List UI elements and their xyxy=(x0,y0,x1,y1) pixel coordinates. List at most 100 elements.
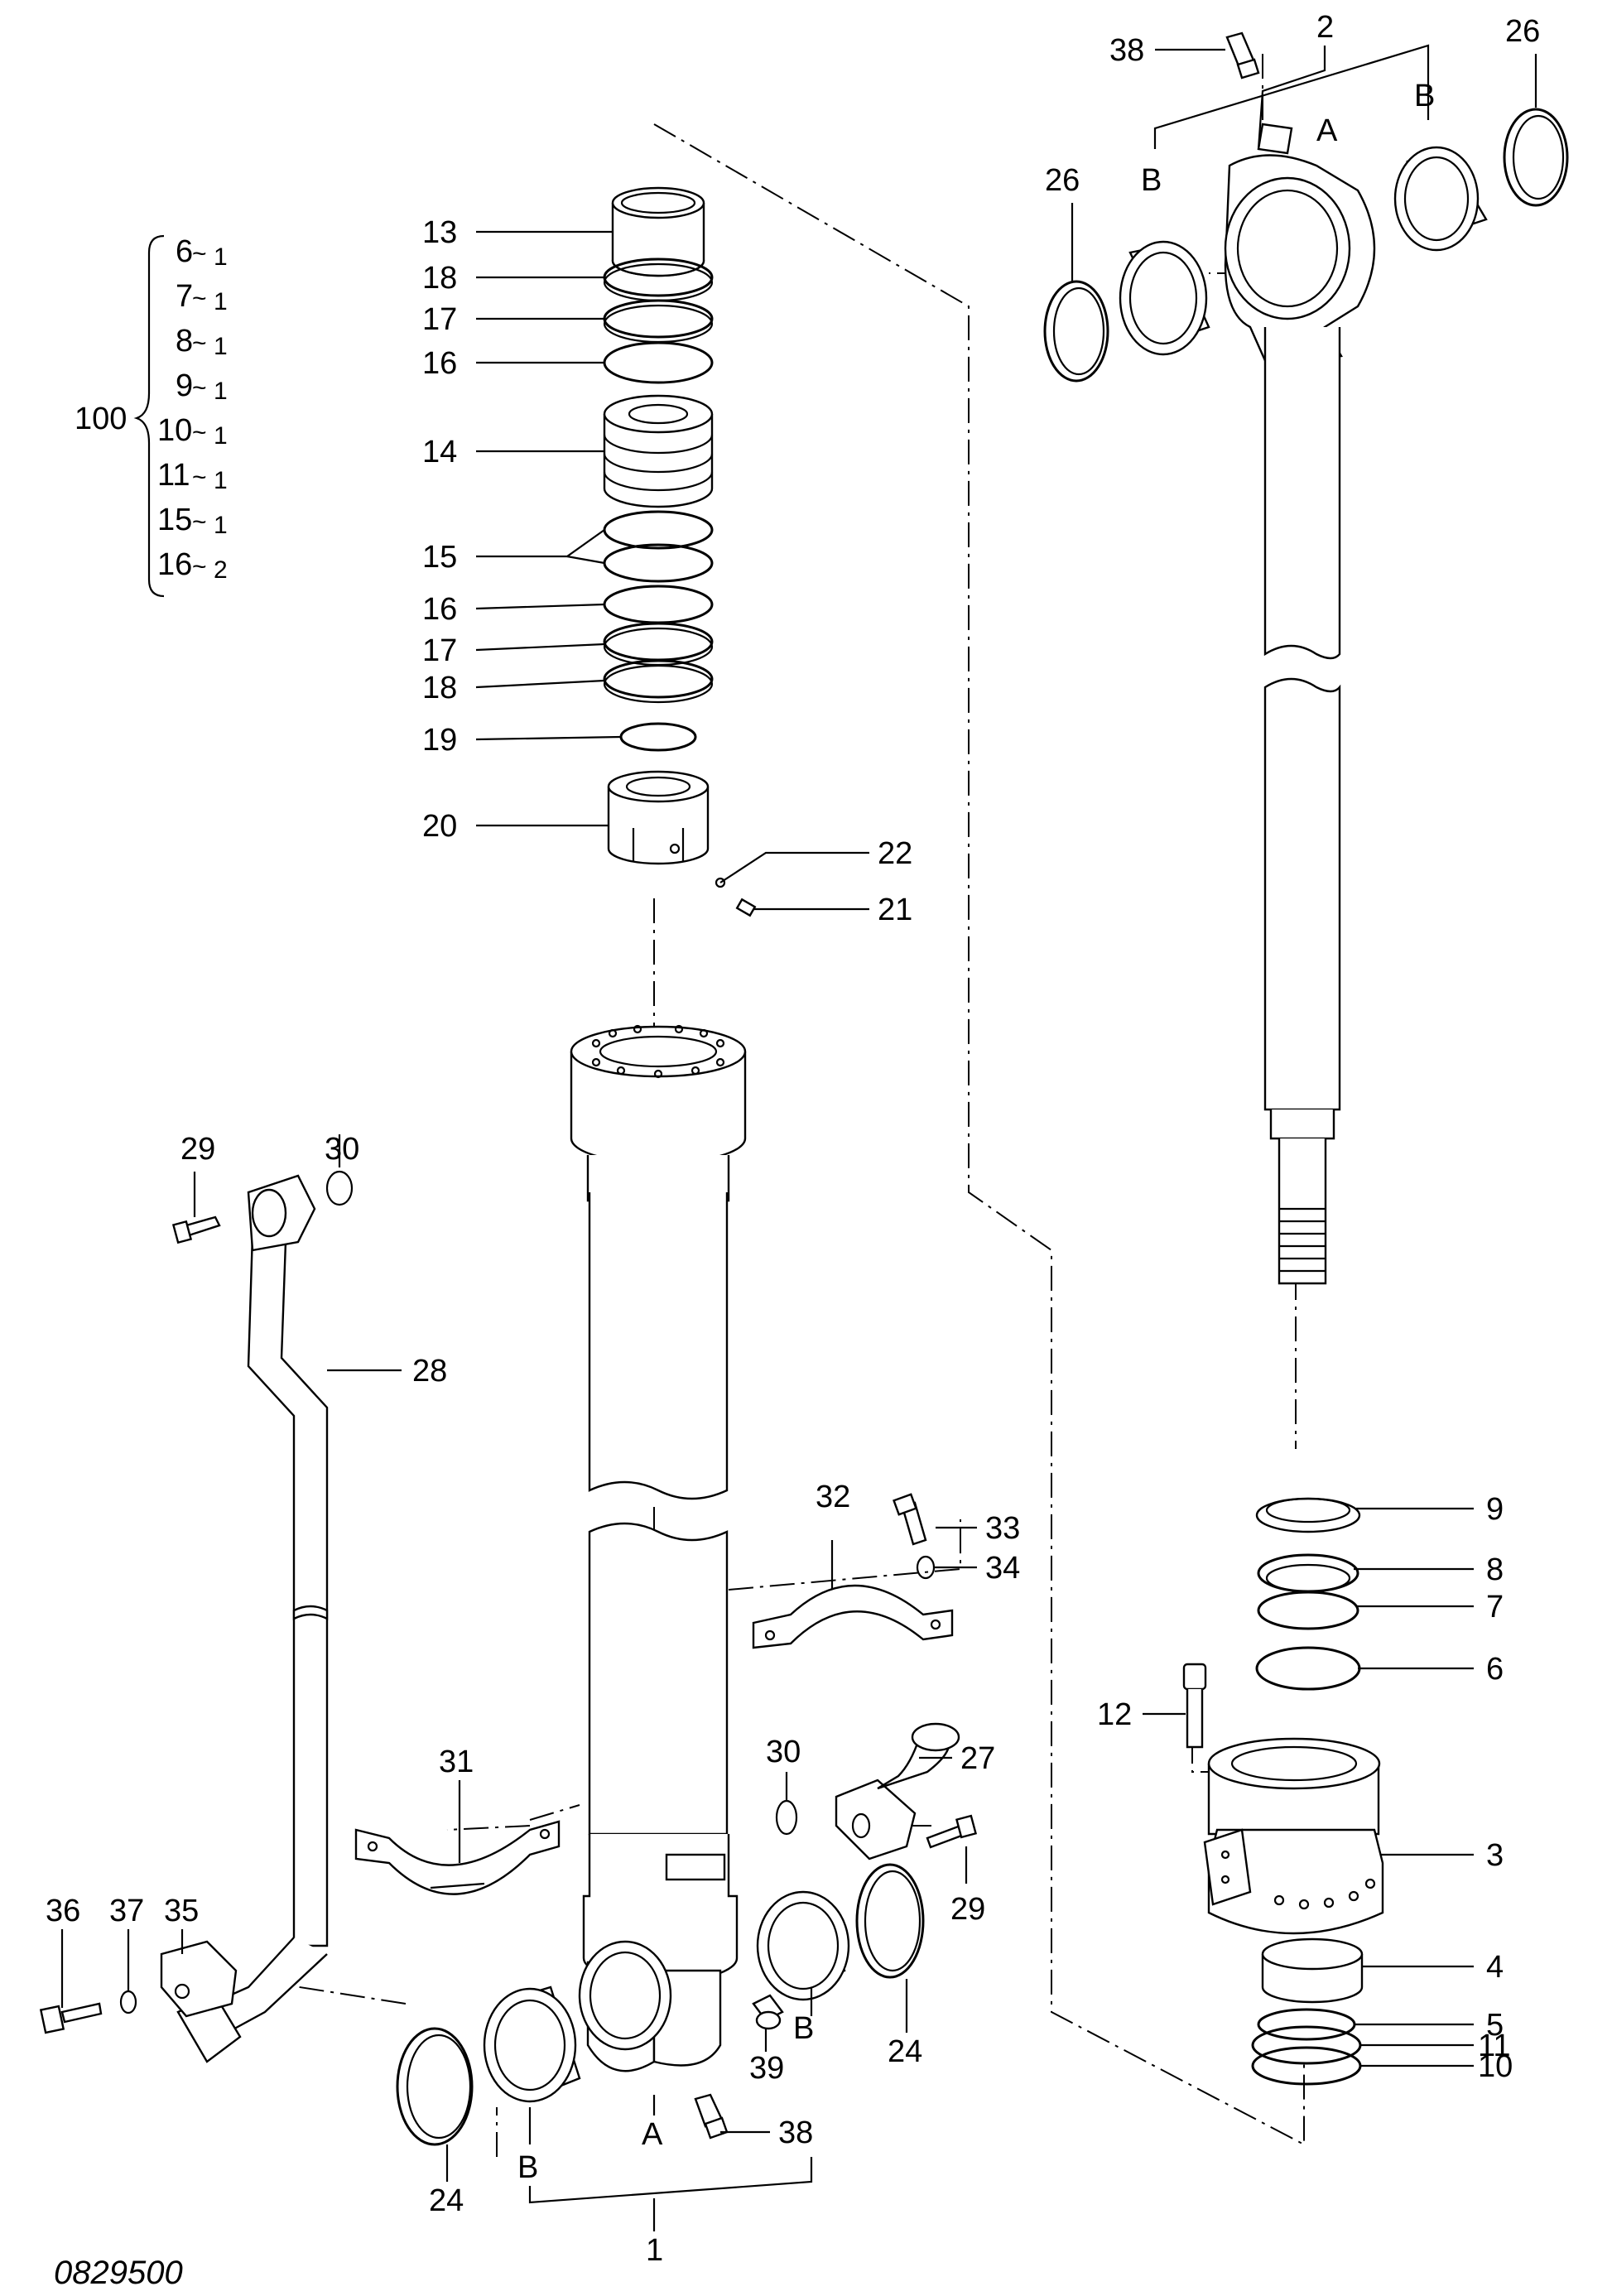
part-8-ring xyxy=(1257,1553,1359,1593)
svg-text:1: 1 xyxy=(214,467,228,494)
callout-9: 9 xyxy=(1486,1492,1504,1527)
kit-item: 8~1 xyxy=(176,324,228,360)
callout-37: 37 xyxy=(109,1894,144,1928)
svg-text:~: ~ xyxy=(192,330,207,357)
callout-24-left: 24 xyxy=(429,2183,464,2218)
callout-11: 11 xyxy=(1478,2029,1510,2063)
part-4-bushing xyxy=(1261,1937,1364,2004)
marker-a-upper: A xyxy=(1316,113,1338,148)
callout-10: 10 xyxy=(1478,2049,1513,2084)
kit-list: 100 6~1 7~1 8~1 9~1 10~1 11~1 15~1 16~2 xyxy=(75,234,228,598)
marker-a-lower: A xyxy=(642,2117,663,2152)
svg-text:1: 1 xyxy=(214,243,228,271)
callout-17-lower: 17 xyxy=(422,633,457,668)
callout-3: 3 xyxy=(1486,1838,1504,1873)
svg-text:~: ~ xyxy=(192,240,207,267)
callout-16-lower: 16 xyxy=(422,592,457,627)
svg-text:6: 6 xyxy=(176,234,193,269)
marker-b-upper-right: B xyxy=(1414,79,1435,113)
part-17-ring xyxy=(603,299,714,344)
svg-text:16: 16 xyxy=(157,547,192,582)
callout-39: 39 xyxy=(749,2051,784,2086)
svg-text:~: ~ xyxy=(192,508,207,536)
kit-item: 6~1 xyxy=(176,234,228,271)
callout-15: 15 xyxy=(422,540,457,575)
part-b-bushing-upper-left xyxy=(1119,240,1210,356)
callout-13: 13 xyxy=(422,215,457,250)
piston-rod xyxy=(1224,123,1376,1285)
part-3-rod-cover xyxy=(1203,1737,1384,1935)
callout-18-lower: 18 xyxy=(422,671,457,705)
callout-16: 16 xyxy=(422,346,457,381)
callout-8: 8 xyxy=(1486,1552,1504,1587)
callout-2: 2 xyxy=(1316,10,1334,45)
part-29-bolt-upper xyxy=(171,1215,221,1244)
part-6-ring xyxy=(1255,1646,1361,1691)
part-32-band xyxy=(752,1584,954,1649)
part-b-bushing-upper-right xyxy=(1393,146,1488,252)
callout-35: 35 xyxy=(164,1894,199,1928)
part-12-bolt xyxy=(1182,1663,1207,1749)
callout-26-left: 26 xyxy=(1045,163,1080,198)
callout-32: 32 xyxy=(816,1480,850,1514)
kit-item: 16~2 xyxy=(157,547,228,584)
part-30-oring-lower xyxy=(775,1799,798,1836)
leader-lines xyxy=(60,44,1537,2231)
part-26-seal-upper-left xyxy=(1043,280,1109,383)
svg-text:~: ~ xyxy=(192,419,207,446)
part-22-ball xyxy=(715,877,726,888)
kit-item: 10~1 xyxy=(157,413,228,450)
svg-text:8: 8 xyxy=(176,324,193,359)
callout-36: 36 xyxy=(46,1894,80,1928)
part-27-fitting xyxy=(835,1722,960,1860)
callout-24-right: 24 xyxy=(888,2034,922,2069)
svg-text:11: 11 xyxy=(157,458,190,493)
drawing-code: 0829500 xyxy=(54,2255,183,2291)
callout-30-upper: 30 xyxy=(325,1132,359,1167)
part-14-piston xyxy=(603,394,714,508)
part-37-washer xyxy=(119,1990,137,2014)
part-28-pipe xyxy=(176,1174,329,2063)
callout-26-right: 26 xyxy=(1505,14,1540,49)
part-b-bushing-left xyxy=(483,1986,581,2103)
part-15-rings xyxy=(603,510,714,583)
callout-22: 22 xyxy=(878,836,912,871)
part-33-bolt xyxy=(893,1493,927,1546)
callout-6: 6 xyxy=(1486,1652,1504,1687)
part-29-bolt-lower xyxy=(926,1814,978,1849)
callout-1: 1 xyxy=(646,2233,663,2268)
kit-number: 100 xyxy=(75,402,127,436)
part-38-grease-nipple-upper xyxy=(1225,31,1260,79)
callout-28: 28 xyxy=(412,1354,447,1389)
svg-text:10: 10 xyxy=(157,413,192,448)
part-17-ring-lower xyxy=(603,622,714,667)
callout-12: 12 xyxy=(1097,1697,1132,1732)
svg-text:7: 7 xyxy=(176,279,193,314)
svg-text:1: 1 xyxy=(214,288,228,315)
part-31-band xyxy=(354,1820,561,1895)
kit-item: 9~1 xyxy=(176,368,228,405)
callout-29-lower: 29 xyxy=(950,1892,985,1927)
svg-text:15: 15 xyxy=(157,503,192,537)
svg-text:~: ~ xyxy=(192,374,207,402)
cylinder-tube xyxy=(570,1024,747,2072)
part-11-ring xyxy=(1251,2025,1362,2065)
callout-38-upper: 38 xyxy=(1109,33,1144,68)
callout-31: 31 xyxy=(439,1745,474,1779)
callout-33: 33 xyxy=(985,1511,1020,1546)
kit-item: 15~1 xyxy=(157,503,228,539)
callout-14: 14 xyxy=(422,435,457,469)
callout-17: 17 xyxy=(422,302,457,337)
callout-18: 18 xyxy=(422,261,457,296)
kit-item: 11~1 xyxy=(157,458,228,494)
part-21-set-screw xyxy=(735,898,757,917)
svg-text:1: 1 xyxy=(214,333,228,360)
marker-b-upper-left: B xyxy=(1141,163,1162,198)
part-16-oring xyxy=(603,341,714,384)
callout-27: 27 xyxy=(960,1741,995,1776)
kit-item: 7~1 xyxy=(176,279,228,315)
callout-5: 5 xyxy=(1486,2008,1504,2043)
svg-text:~: ~ xyxy=(192,553,207,580)
callout-38-lower: 38 xyxy=(778,2115,813,2150)
